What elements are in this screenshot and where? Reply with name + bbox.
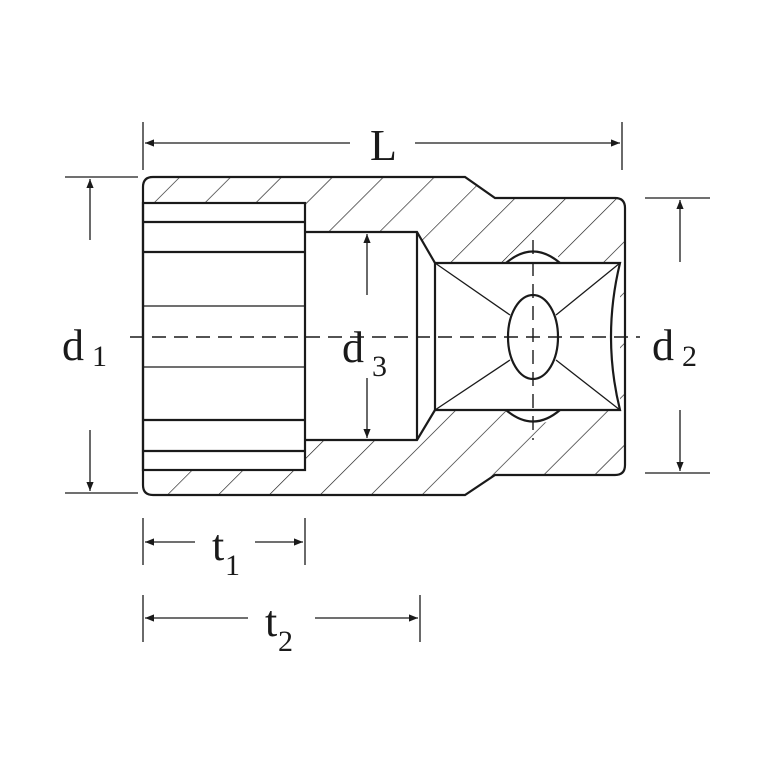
dimension-d2: d 2 [645,197,710,474]
label-d3: d [342,323,364,372]
label-t2: t [265,597,277,646]
dimension-t2: t 2 [142,595,421,658]
label-t1: t [212,521,224,570]
dimension-L: L [142,121,623,170]
socket-outline [141,175,627,497]
dimension-d3: d 3 [342,234,387,438]
label-d1: d [62,321,84,370]
svg-text:2: 2 [278,625,293,658]
svg-text:1: 1 [225,549,240,582]
label-d2: d [652,321,674,370]
label-L: L [370,121,397,170]
dimension-t1: t 1 [142,518,306,582]
svg-text:3: 3 [372,350,387,383]
svg-text:2: 2 [682,340,697,373]
svg-text:1: 1 [92,340,107,373]
dimension-d1: d 1 [62,176,138,494]
